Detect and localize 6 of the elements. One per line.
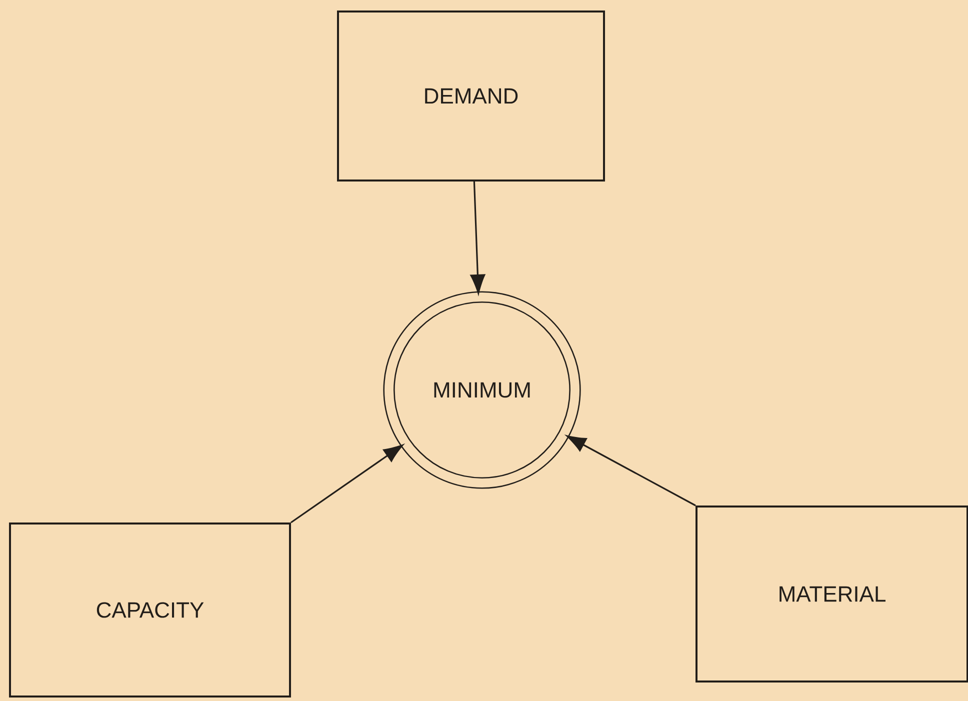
arrow (470, 181, 486, 294)
process-box: CAPACITY (9, 522, 291, 698)
process-box: DEMAND (337, 10, 605, 182)
arrow (290, 444, 404, 524)
arrow (566, 435, 696, 506)
process-box: MATERIAL (696, 506, 968, 682)
